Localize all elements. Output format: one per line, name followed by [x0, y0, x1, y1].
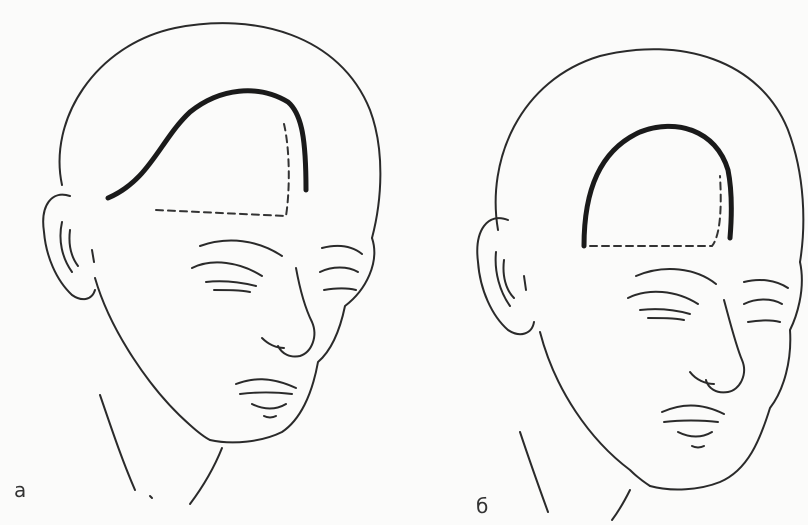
head-a-neck-right [190, 448, 222, 504]
head-b-eye-far [744, 300, 782, 305]
head-b-upper-lip [662, 406, 724, 415]
head-b-eye-near [628, 292, 698, 304]
head-a-eye-far-lash [324, 289, 356, 291]
head-a-eye-near [192, 262, 262, 276]
head-a [43, 23, 380, 504]
head-a-nose [278, 268, 314, 357]
head-a-neck-mark [150, 496, 152, 498]
head-a-ear-inner-2 [69, 230, 78, 266]
head-b-eye-far-lash [748, 321, 780, 323]
head-b-nostril [690, 372, 714, 384]
head-b-ear [477, 218, 534, 334]
panel-label-a: а [14, 480, 26, 500]
head-a-jaw [95, 278, 210, 440]
head-a-upper-lip [236, 379, 296, 388]
head-a-mouth-line [240, 393, 292, 395]
head-b-jaw [540, 332, 650, 486]
head-b-eyebrow-far [744, 280, 788, 288]
head-a-incision-dashed [156, 124, 289, 216]
head-b-neck-left [520, 432, 548, 512]
head-a-eyebrow-near [200, 241, 282, 256]
head-b-chin-dimple [692, 446, 704, 448]
head-b-ear-inner [496, 252, 510, 306]
head-a-nostril [262, 338, 284, 348]
head-b-ear-notch [524, 276, 526, 290]
head-b-mouth-line [664, 421, 718, 423]
head-a-outline [60, 23, 381, 238]
head-b [477, 49, 803, 520]
head-b-lower-lip [678, 432, 712, 437]
head-a-lower-lip [252, 404, 286, 409]
head-b-incision-dashed [590, 176, 721, 246]
head-a-eyebrow-far [322, 246, 362, 254]
head-a-eye-near-lid [214, 290, 250, 292]
head-b-nose [706, 300, 744, 392]
head-b-incision-solid [584, 126, 731, 246]
head-b-face-contour [650, 262, 802, 489]
head-b-neck-right [612, 490, 630, 520]
head-b-eye-near-lash [640, 309, 690, 314]
head-a-ear-notch [92, 250, 94, 262]
head-a-incision-solid [108, 91, 306, 198]
head-b-ear-inner-2 [503, 260, 514, 298]
head-a-neck-left [100, 395, 135, 490]
head-b-eyebrow-near [636, 269, 716, 284]
head-b-outline [496, 49, 804, 262]
head-a-chin-dimple [264, 416, 276, 418]
head-a-eye-near-lash [206, 281, 256, 286]
head-a-eye-far [320, 268, 358, 273]
panel-label-b: б [476, 496, 488, 516]
head-b-eye-near-lid [648, 318, 684, 320]
